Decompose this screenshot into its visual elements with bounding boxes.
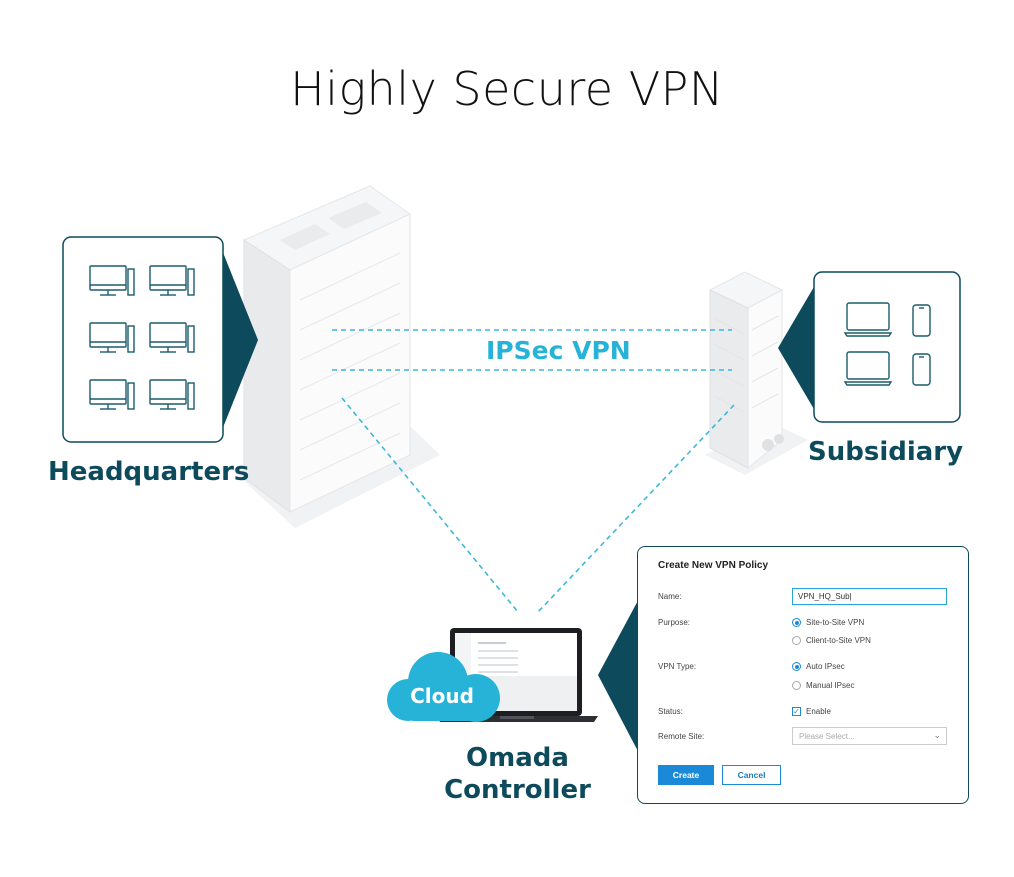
omada-controller-label: Omada Controller (430, 742, 605, 806)
dialog-title: Create New VPN Policy (658, 560, 769, 571)
vpn-policy-dialog: Create New VPN Policy Name: VPN_HQ_Sub| … (637, 546, 969, 804)
hq-device-panel (62, 236, 258, 443)
vpn-type-auto-ipsec-radio[interactable]: Auto IPsec (792, 662, 845, 671)
radio-icon (792, 636, 801, 645)
chevron-down-icon: ⌄ (933, 730, 941, 740)
hq-building (242, 185, 411, 513)
status-enable-checkbox[interactable]: ✓ Enable (792, 707, 831, 716)
laptop-icon (843, 302, 893, 386)
desktop-icon (89, 265, 195, 410)
create-button[interactable]: Create (658, 765, 714, 785)
remote-site-label: Remote Site: (658, 732, 705, 741)
headquarters-label: Headquarters (48, 457, 250, 487)
omada-line1: Omada (466, 743, 569, 773)
ipsec-vpn-label: IPSec VPN (486, 336, 631, 365)
purpose-client-to-site-radio[interactable]: Client-to-Site VPN (792, 636, 871, 645)
cloud-label: Cloud (410, 684, 474, 708)
remote-site-placeholder: Please Select... (799, 732, 855, 741)
purpose-site-to-site-radio[interactable]: Site-to-Site VPN (792, 618, 864, 627)
radio-selected-icon (792, 662, 801, 671)
remote-site-select[interactable]: Please Select... ⌄ (792, 727, 947, 745)
radio-selected-icon (792, 618, 801, 627)
checkmark-icon: ✓ (792, 707, 801, 716)
phone-icon (912, 304, 931, 386)
status-value: Enable (806, 707, 831, 716)
vpn-type-option-label: Manual IPsec (806, 681, 855, 690)
vpn-type-manual-ipsec-radio[interactable]: Manual IPsec (792, 681, 854, 690)
cancel-button[interactable]: Cancel (722, 765, 781, 785)
dialog-pointer (598, 595, 641, 757)
purpose-label: Purpose: (658, 618, 691, 627)
status-label: Status: (658, 707, 683, 716)
vpn-type-option-label: Auto IPsec (806, 662, 845, 671)
radio-icon (792, 681, 801, 690)
name-field[interactable]: VPN_HQ_Sub| (792, 588, 947, 605)
purpose-option-label: Site-to-Site VPN (806, 618, 865, 627)
omada-line2: Controller (444, 775, 591, 805)
name-label: Name: (658, 592, 682, 601)
sub-building (708, 271, 784, 470)
vpn-tunnel-lines (332, 329, 735, 613)
sub-device-panel (778, 271, 961, 423)
page-title: Highly Secure VPN (290, 62, 724, 116)
subsidiary-label: Subsidiary (808, 437, 964, 467)
cloud-icon (387, 652, 500, 722)
vpn-type-label: VPN Type: (658, 662, 697, 671)
purpose-option-label: Client-to-Site VPN (806, 636, 871, 645)
